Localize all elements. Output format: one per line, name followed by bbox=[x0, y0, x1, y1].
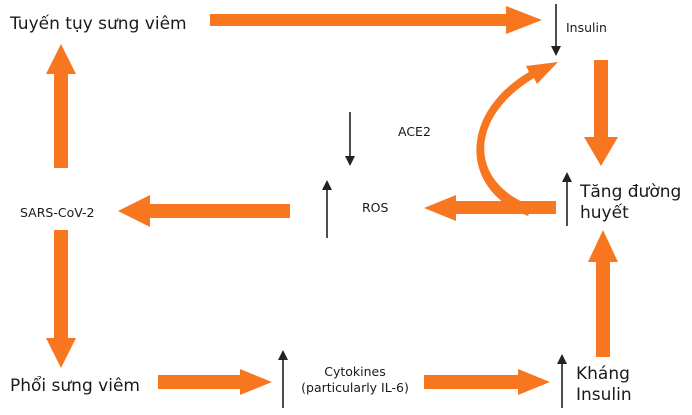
arrow-cytokines-to-resistance bbox=[424, 369, 550, 395]
node-hyperglycemia-line2: huyết bbox=[580, 203, 629, 224]
arrow-hyperglycemia-to-ros bbox=[424, 195, 556, 221]
node-hyperglycemia: Tăng đường huyết bbox=[580, 182, 681, 225]
node-insulin-resistance: Kháng Insulin bbox=[576, 364, 632, 407]
arrow-resistance-to-hyperglycemia bbox=[588, 230, 618, 357]
arrow-lungs-to-cytokines bbox=[158, 369, 272, 395]
node-pneumonia: Phổi sưng viêm bbox=[10, 376, 140, 396]
node-cytokines-line2: (particularly IL-6) bbox=[301, 379, 409, 395]
node-hyperglycemia-line1: Tăng đường bbox=[580, 182, 682, 202]
arrow-ros-to-sars bbox=[118, 195, 290, 227]
arrow-curved-to-insulin bbox=[476, 62, 558, 216]
node-sars-cov-2: SARS-CoV-2 bbox=[20, 205, 95, 220]
node-ace2: ACE2 bbox=[398, 124, 431, 139]
node-insulin-resistance-line2: Insulin bbox=[576, 385, 632, 406]
arrow-insulin-to-hyperglycemia bbox=[584, 60, 618, 166]
node-insulin-resistance-line1: Kháng bbox=[576, 364, 630, 384]
arrow-sars-to-pancreas bbox=[46, 44, 76, 168]
node-insulin: Insulin bbox=[566, 20, 607, 35]
node-ros: ROS bbox=[362, 200, 389, 215]
arrow-pancreas-to-insulin bbox=[210, 6, 542, 34]
arrow-sars-to-lungs bbox=[46, 230, 76, 368]
node-pancreatitis: Tuyến tụy sưng viêm bbox=[10, 14, 187, 34]
node-cytokines: Cytokines (particularly IL-6) bbox=[290, 364, 420, 395]
node-cytokines-line1: Cytokines bbox=[324, 364, 386, 379]
